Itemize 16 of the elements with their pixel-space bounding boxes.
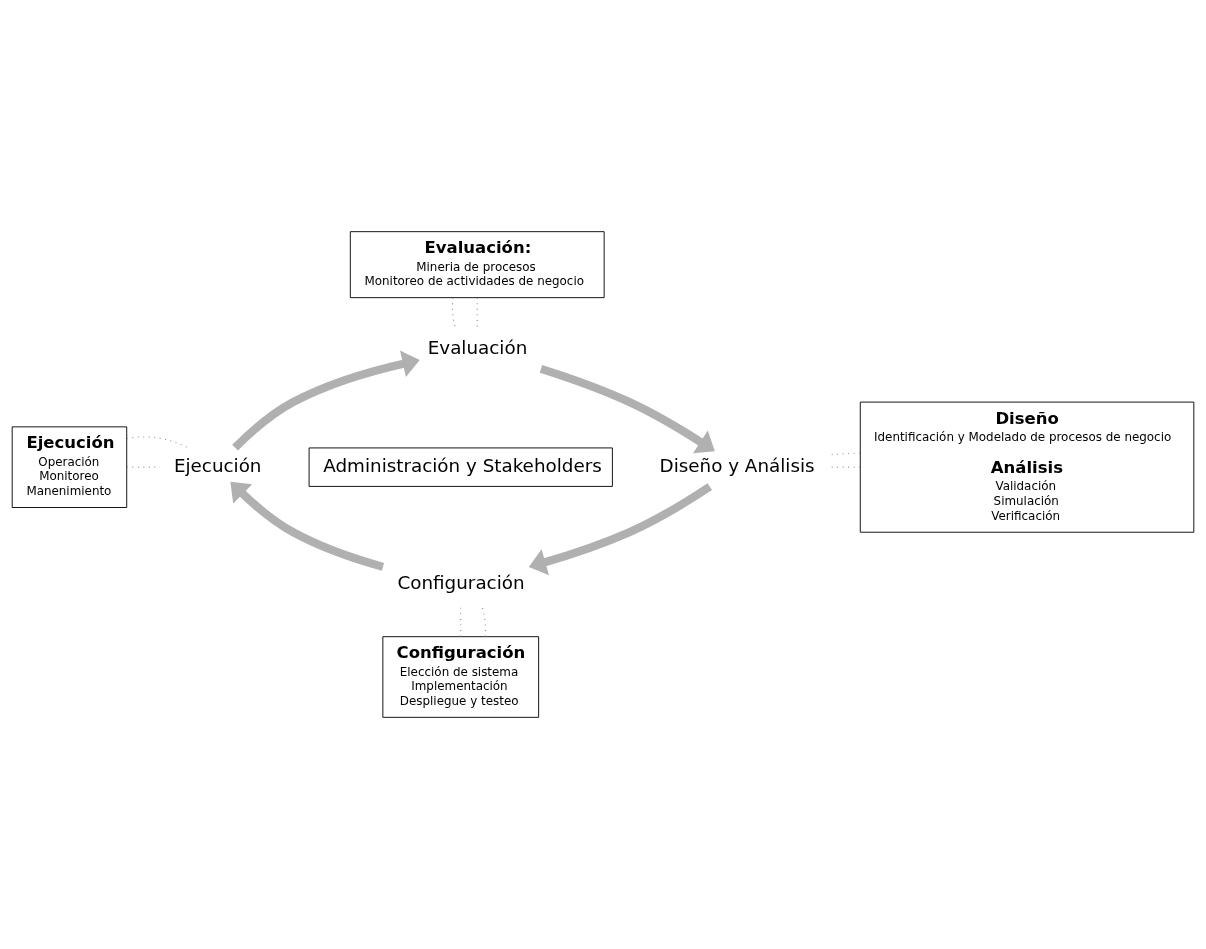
arrow [539,365,715,454]
connector [480,603,487,637]
arrow [230,481,385,571]
node-box: Configuración Elección de sistema Implementación Despliegue y testeo [382,636,540,718]
node-box: Administración y Stakeholders [308,447,613,487]
node-box: Ejecución Operación Monitoreo Manenimiento [11,426,128,508]
node-text: Diseño y Análisis [659,454,815,476]
node-box: Diseño Identificación y Modelado de procesos de negocio Análisis Validación Simulación Verificación [859,401,1195,533]
connector [451,297,457,332]
arrow [528,483,713,576]
arrow [232,350,420,451]
node-text: Configuración [397,572,525,594]
node-text: Ejecución [173,454,262,476]
node-box: Evaluación: Mineria de procesos Monitoreo de actividades de negocio [349,231,605,299]
connector [126,436,189,449]
node-text: Evaluación [427,337,528,359]
